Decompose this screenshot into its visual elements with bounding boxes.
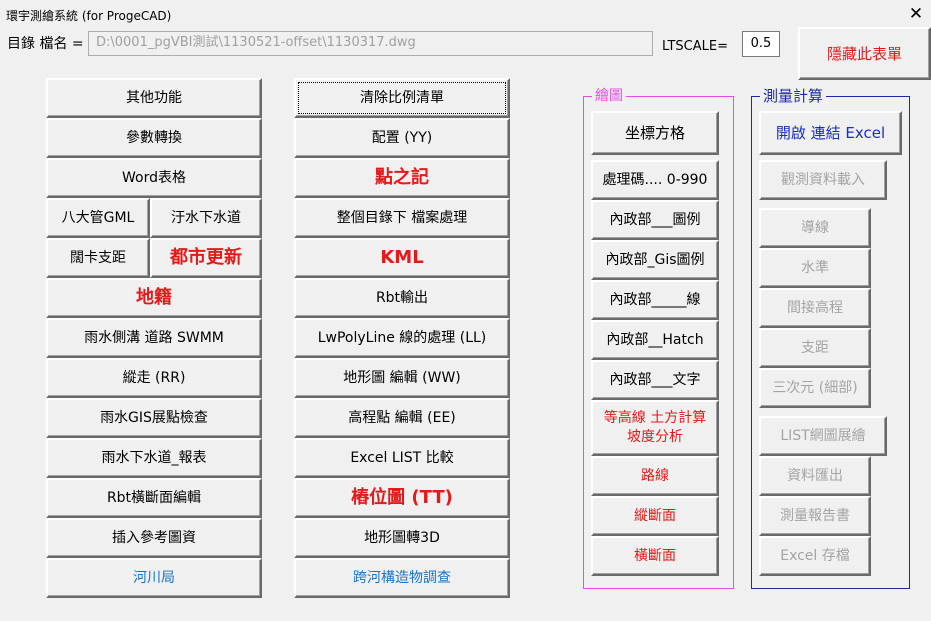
dir-label: 目錄 檔名 = — [7, 36, 84, 52]
data-export-button[interactable]: 資料匯出 — [759, 456, 871, 496]
stake-map-tt-button[interactable]: 樁位圖 (TT) — [294, 478, 510, 518]
close-icon[interactable]: ✕ — [908, 4, 924, 24]
moi-legend-button[interactable]: 內政部___圖例 — [591, 200, 719, 240]
offset-button[interactable]: 闊卡支距 — [46, 238, 150, 278]
contour-earthwork-button[interactable]: 等高線 土方計算 坡度分析 — [591, 400, 719, 456]
urban-renewal-button[interactable]: 都市更新 — [150, 238, 262, 278]
excel-save-button[interactable]: Excel 存檔 — [759, 536, 871, 576]
topo-edit-ww-button[interactable]: 地形圖 編輯 (WW) — [294, 358, 510, 398]
rbt-cross-section-button[interactable]: Rbt橫斷面編輯 — [46, 478, 262, 518]
file-path-field[interactable]: D:\0001_pgVBI測試\1130521-offset\1130317.d… — [88, 31, 653, 56]
survey-calc-group-legend: 測量計算 — [760, 88, 827, 104]
three-dimension-button[interactable]: 三次元 (細部) — [759, 368, 871, 408]
contour-earthwork-label-2: 坡度分析 — [627, 429, 683, 445]
offset-calc-button[interactable]: 支距 — [759, 328, 871, 368]
longitudinal-section-button[interactable]: 縱斷面 — [591, 496, 719, 536]
lwpolyline-button[interactable]: LwPolyLine 線的處理 (LL) — [294, 318, 510, 358]
cadastre-button[interactable]: 地籍 — [46, 278, 262, 318]
ltscale-input[interactable]: 0.5 — [742, 31, 780, 57]
survey-report-button[interactable]: 測量報告書 — [759, 496, 871, 536]
point-record-button[interactable]: 點之記 — [294, 158, 510, 198]
sewer-button[interactable]: 汙水下水道 — [150, 198, 262, 238]
rain-gutter-swmm-button[interactable]: 雨水側溝 道路 SWMM — [46, 318, 262, 358]
river-bureau-button[interactable]: 河川局 — [46, 558, 262, 598]
survey-calc-group — [751, 96, 910, 589]
storm-sewer-report-button[interactable]: 雨水下水道_報表 — [46, 438, 262, 478]
route-button[interactable]: 路線 — [591, 456, 719, 496]
rbt-output-button[interactable]: Rbt輸出 — [294, 278, 510, 318]
eight-pipes-gml-button[interactable]: 八大管GML — [46, 198, 150, 238]
topo-to-3d-button[interactable]: 地形圖轉3D — [294, 518, 510, 558]
hide-form-button[interactable]: 隱藏此表單 — [798, 27, 931, 80]
kml-button[interactable]: KML — [294, 238, 510, 278]
indirect-elevation-button[interactable]: 間接高程 — [759, 288, 871, 328]
word-table-button[interactable]: Word表格 — [46, 158, 262, 198]
ltscale-label: LTSCALE= — [662, 39, 728, 54]
cross-section-button[interactable]: 橫斷面 — [591, 536, 719, 576]
excel-list-compare-button[interactable]: Excel LIST 比較 — [294, 438, 510, 478]
moi-gis-legend-button[interactable]: 內政部_Gis圖例 — [591, 240, 719, 280]
moi-line-button[interactable]: 內政部_____線 — [591, 280, 719, 320]
directory-files-button[interactable]: 整個目錄下 檔案處理 — [294, 198, 510, 238]
traverse-button[interactable]: 導線 — [759, 208, 871, 248]
open-excel-link-button[interactable]: 開啟 連結 Excel — [759, 111, 902, 155]
river-structure-survey-button[interactable]: 跨河構造物調查 — [294, 558, 510, 598]
moi-text-button[interactable]: 內政部___文字 — [591, 360, 719, 400]
layout-yy-button[interactable]: 配置 (YY) — [294, 118, 510, 158]
coordinate-grid-button[interactable]: 坐標方格 — [591, 111, 719, 155]
moi-hatch-button[interactable]: 內政部__Hatch — [591, 320, 719, 360]
process-code-button[interactable]: 處理碼.... 0-990 — [591, 160, 719, 200]
traverse-rr-button[interactable]: 縱走 (RR) — [46, 358, 262, 398]
param-convert-button[interactable]: 參數轉換 — [46, 118, 262, 158]
load-observations-button[interactable]: 觀測資料載入 — [759, 160, 887, 200]
clear-scale-list-button[interactable]: 清除比例清單 — [294, 78, 510, 118]
window-title: 環宇測繪系統 (for ProgeCAD) — [6, 9, 172, 23]
contour-earthwork-label-1: 等高線 土方計算 — [603, 410, 707, 426]
elevation-edit-ee-button[interactable]: 高程點 編輯 (EE) — [294, 398, 510, 438]
list-network-plot-button[interactable]: LIST網圖展繪 — [759, 416, 887, 456]
drawing-group-legend: 繪圖 — [592, 88, 626, 104]
rain-gis-check-button[interactable]: 雨水GIS展點檢查 — [46, 398, 262, 438]
insert-reference-button[interactable]: 插入參考圖資 — [46, 518, 262, 558]
leveling-button[interactable]: 水準 — [759, 248, 871, 288]
drawing-group — [583, 96, 734, 589]
other-functions-button[interactable]: 其他功能 — [46, 78, 262, 118]
